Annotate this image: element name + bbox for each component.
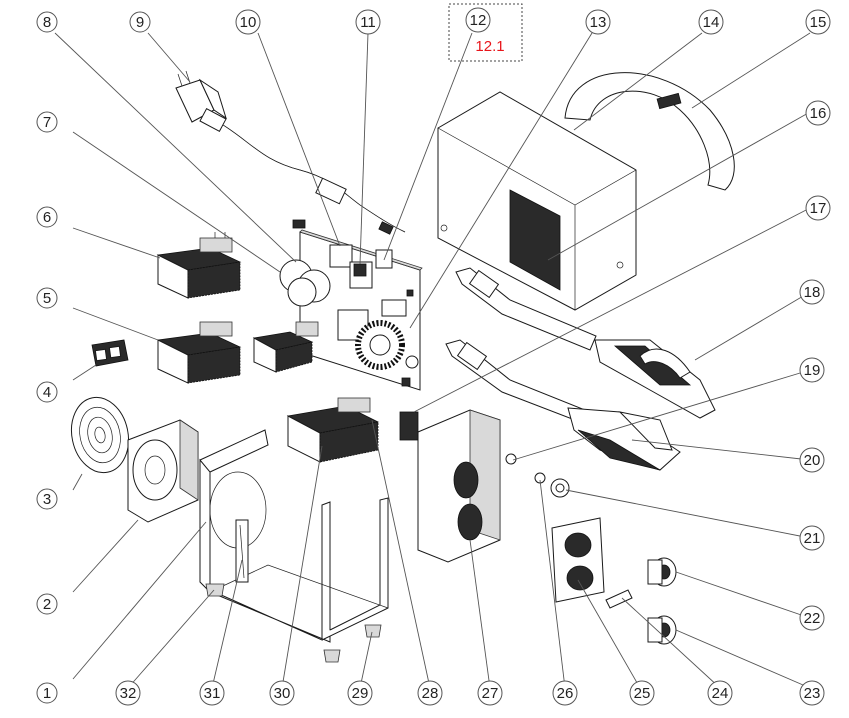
callout-23-label: 23	[804, 685, 821, 702]
callout-23: 23	[799, 680, 825, 706]
callout-12-1-label: 12.1	[475, 38, 504, 55]
callout-28-label: 28	[422, 685, 439, 702]
vent-slats	[509, 189, 561, 291]
nut-washer	[534, 472, 570, 498]
callout-7: 7	[36, 111, 58, 133]
callout-30: 30	[269, 680, 295, 706]
callout-21: 21	[799, 525, 825, 551]
callout-31: 31	[199, 680, 225, 706]
callout-16-label: 16	[810, 105, 827, 122]
callout-5-label: 5	[43, 290, 51, 307]
callout-10-label: 10	[240, 14, 257, 31]
callout-14-label: 14	[703, 14, 720, 31]
callout-25-label: 25	[634, 685, 651, 702]
callout-2-label: 2	[43, 596, 51, 613]
callout-12-label: 12	[470, 12, 487, 29]
callout-6-label: 6	[43, 209, 51, 226]
callout-25: 25	[629, 680, 655, 706]
callout-3: 3	[36, 488, 58, 510]
callout-27: 27	[477, 680, 503, 706]
callout-8: 8	[36, 11, 58, 33]
callout-14: 14	[698, 9, 724, 35]
callout-21-label: 21	[804, 530, 821, 547]
callout-18: 18	[799, 279, 825, 305]
callout-31-label: 31	[204, 685, 221, 702]
connectors	[605, 557, 677, 645]
callout-15: 15	[805, 9, 831, 35]
callout-7-label: 7	[43, 114, 51, 131]
leader-lines	[54, 32, 811, 689]
cooling-fan	[127, 419, 199, 523]
callout-27-label: 27	[482, 685, 499, 702]
callout-30-label: 30	[274, 685, 291, 702]
callout-19: 19	[799, 357, 825, 383]
callout-12: 12	[465, 7, 491, 33]
heatsink-middle	[156, 321, 319, 384]
callout-4: 4	[36, 381, 58, 403]
rear-plate	[551, 517, 605, 603]
callout-16: 16	[805, 100, 831, 126]
heatsink-upper	[156, 232, 242, 299]
callout-11: 11	[355, 9, 381, 35]
callout-12-group-box	[448, 3, 523, 62]
carry-handle	[564, 72, 735, 191]
callout-9-label: 9	[136, 14, 144, 31]
callout-20-label: 20	[804, 452, 821, 469]
callout-24-label: 24	[712, 685, 729, 702]
callout-22-label: 22	[804, 610, 821, 627]
callout-32-label: 32	[120, 685, 137, 702]
callout-13-label: 13	[590, 14, 607, 31]
torch-cable	[455, 267, 597, 351]
callout-13: 13	[585, 9, 611, 35]
callout-20: 20	[799, 447, 825, 473]
rubber-feet	[205, 583, 382, 663]
callout-22: 22	[799, 605, 825, 631]
callout-1: 1	[36, 682, 58, 704]
power-switch	[91, 339, 129, 367]
cover-panel	[437, 91, 637, 311]
callout-32: 32	[115, 680, 141, 706]
callout-3-label: 3	[43, 491, 51, 508]
earth-clamp	[567, 407, 681, 471]
callout-18-label: 18	[804, 284, 821, 301]
main-pcb	[279, 219, 423, 391]
callout-28: 28	[417, 680, 443, 706]
front-panel	[399, 409, 517, 563]
callout-5: 5	[36, 287, 58, 309]
callout-10: 10	[235, 9, 261, 35]
electrode-holder	[594, 339, 716, 419]
callout-1-label: 1	[43, 685, 51, 702]
callout-9: 9	[129, 11, 151, 33]
callout-17-label: 17	[810, 200, 827, 217]
callout-29-label: 29	[352, 685, 369, 702]
callout-17: 17	[805, 195, 831, 221]
callout-11-label: 11	[360, 14, 376, 31]
callout-19-label: 19	[804, 362, 821, 379]
fan-guard	[70, 396, 130, 474]
earth-cable	[445, 339, 586, 423]
heatsink-bottom	[286, 397, 380, 463]
callout-26: 26	[552, 680, 578, 706]
callout-4-label: 4	[43, 384, 51, 401]
callout-26-label: 26	[557, 685, 574, 702]
callout-2: 2	[36, 593, 58, 615]
callout-24: 24	[707, 680, 733, 706]
callout-15-label: 15	[810, 14, 827, 31]
callout-6: 6	[36, 206, 58, 228]
callout-8-label: 8	[43, 14, 51, 31]
power-cable-plug	[175, 70, 406, 235]
callout-29: 29	[347, 680, 373, 706]
chassis-frame	[199, 429, 389, 643]
